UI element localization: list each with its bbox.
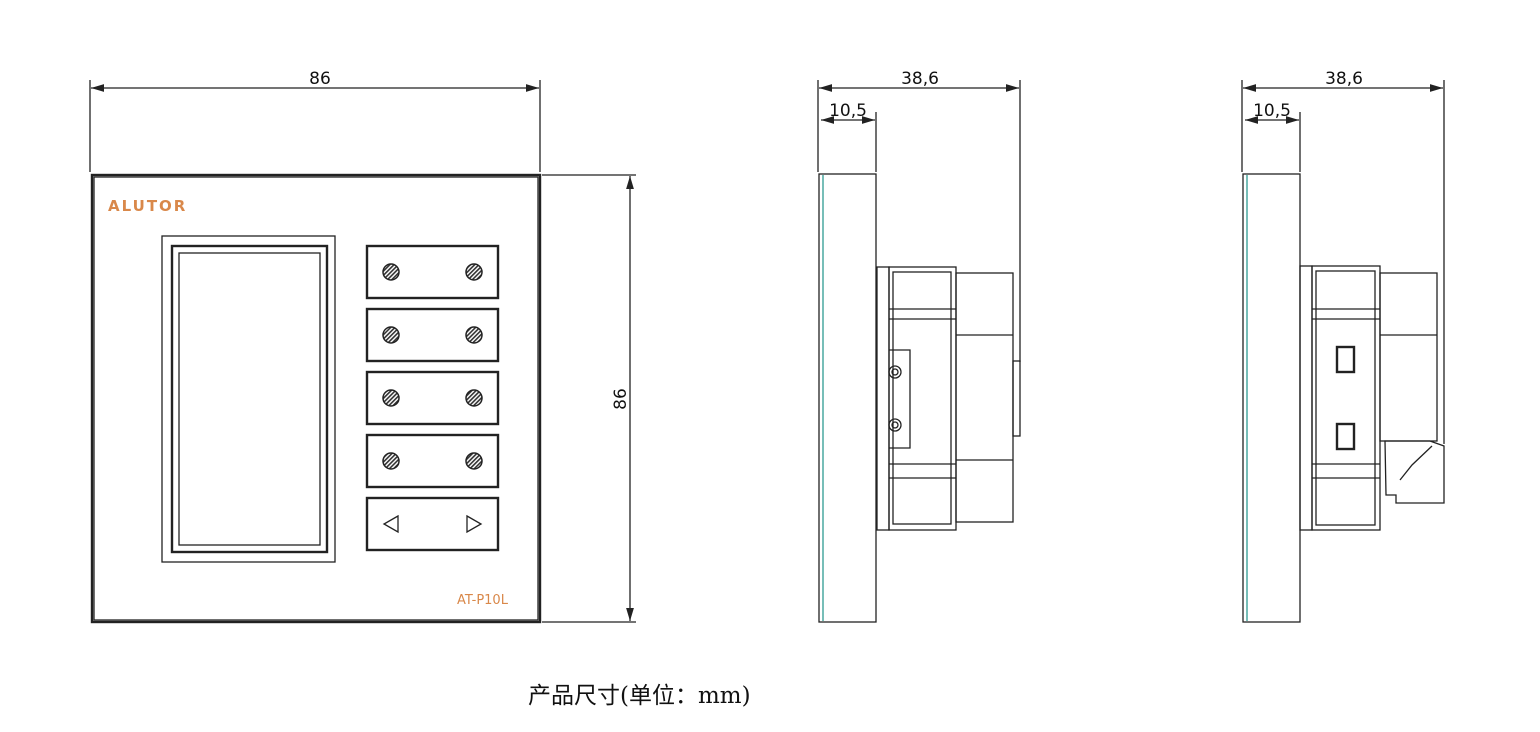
brand-logo: ALUTOR xyxy=(108,197,187,215)
panel-outline xyxy=(90,173,542,624)
led-icon xyxy=(465,263,483,281)
led-icon xyxy=(382,326,400,344)
front-view: 86 86 ALUTOR AT-P10L xyxy=(89,69,636,624)
led-icon xyxy=(382,452,400,470)
panel-side xyxy=(818,173,877,623)
display-frame xyxy=(170,244,329,554)
panel-side xyxy=(1242,173,1301,623)
panel-dimension-label: 10,5 xyxy=(829,101,867,121)
triangle-left-icon xyxy=(382,514,399,534)
nav-button[interactable] xyxy=(365,496,500,552)
led-icon xyxy=(465,389,483,407)
triangle-right-icon xyxy=(466,514,483,534)
side-view-right: 38,6 10,5 xyxy=(1241,69,1445,623)
button-1[interactable] xyxy=(365,244,500,300)
width-dimension-label: 86 xyxy=(309,69,331,89)
button-3[interactable] xyxy=(365,370,500,426)
panel-inner-outline xyxy=(93,176,539,621)
panel-dimension-label: 10,5 xyxy=(1253,101,1291,121)
model-label: AT-P10L xyxy=(457,593,509,608)
led-icon xyxy=(382,389,400,407)
depth-dimension-label: 38,6 xyxy=(1325,69,1363,89)
button-4[interactable] xyxy=(365,433,500,489)
height-dimension-label: 86 xyxy=(611,388,631,410)
clip-slot xyxy=(1335,422,1356,451)
clip-slot xyxy=(1335,345,1356,374)
led-icon xyxy=(382,263,400,281)
depth-dimension-label: 38,6 xyxy=(901,69,939,89)
led-icon xyxy=(465,452,483,470)
led-icon xyxy=(465,326,483,344)
caption: 产品尺寸(单位：mm) xyxy=(528,683,751,709)
display-screen xyxy=(178,252,321,546)
display-bezel xyxy=(161,235,336,563)
button-2[interactable] xyxy=(365,307,500,363)
side-view-left: 38,6 10,5 xyxy=(817,69,1021,623)
